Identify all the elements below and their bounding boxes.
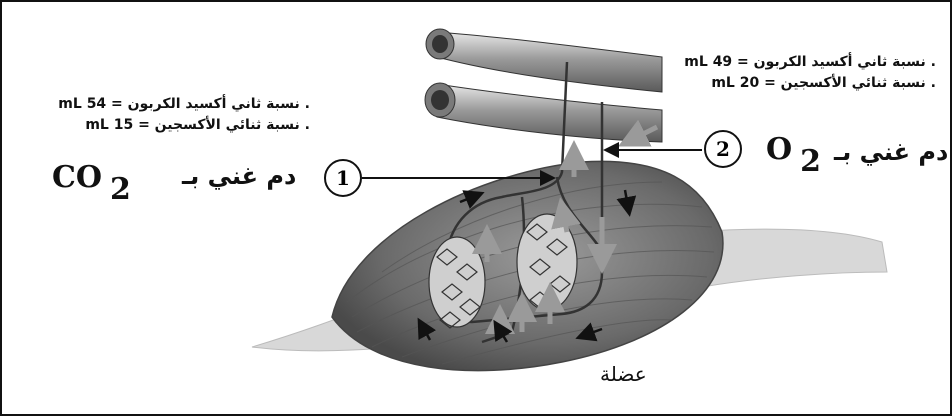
right-co2-level: . نسبة ثاني أكسيد الكربون = 49 mL (684, 54, 936, 70)
right-blood-label: دم غني بـ (834, 138, 948, 166)
marker-2: 2 (704, 130, 742, 168)
left-co2-level: . نسبة ثاني أكسيد الكربون = 54 mL (58, 96, 310, 112)
right-o2-level: . نسبة ثنائي الأكسجين = 20 mL (711, 75, 936, 91)
marker-1: 1 (324, 159, 362, 197)
muscle-label: عضلة (600, 362, 647, 386)
left-blood-label: دم غني بـ (182, 162, 296, 190)
left-o2-level: . نسبة ثنائي الأكسجين = 15 mL (85, 117, 310, 133)
blood-vessels (425, 29, 662, 142)
capillary-network-left (429, 237, 485, 328)
